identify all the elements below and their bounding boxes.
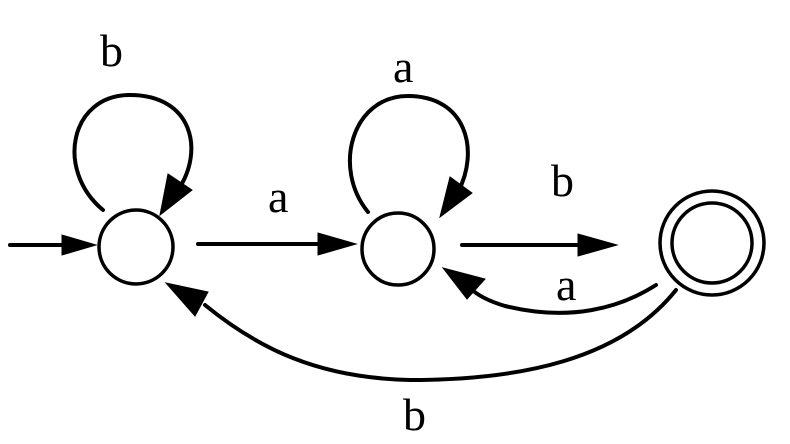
label-q2-q0: b bbox=[403, 389, 426, 440]
self-loop-q0 bbox=[72, 93, 194, 217]
state-q1 bbox=[360, 211, 436, 287]
state-q2-accepting bbox=[658, 189, 766, 297]
start-arrow bbox=[8, 234, 98, 256]
state-q0 bbox=[97, 208, 175, 286]
label-q0-q1: a bbox=[268, 171, 288, 222]
label-q1-q2: b bbox=[551, 155, 574, 206]
self-loop-q1 bbox=[347, 94, 473, 219]
label-q2-q1: a bbox=[556, 259, 576, 310]
transition-q0-q1 bbox=[196, 232, 358, 256]
transition-q2-q0 bbox=[164, 282, 678, 382]
label-q1-self-loop: a bbox=[393, 41, 413, 92]
transition-q2-q1 bbox=[441, 267, 658, 315]
label-q0-self-loop: b bbox=[100, 25, 123, 76]
transition-q1-q2 bbox=[460, 233, 619, 257]
